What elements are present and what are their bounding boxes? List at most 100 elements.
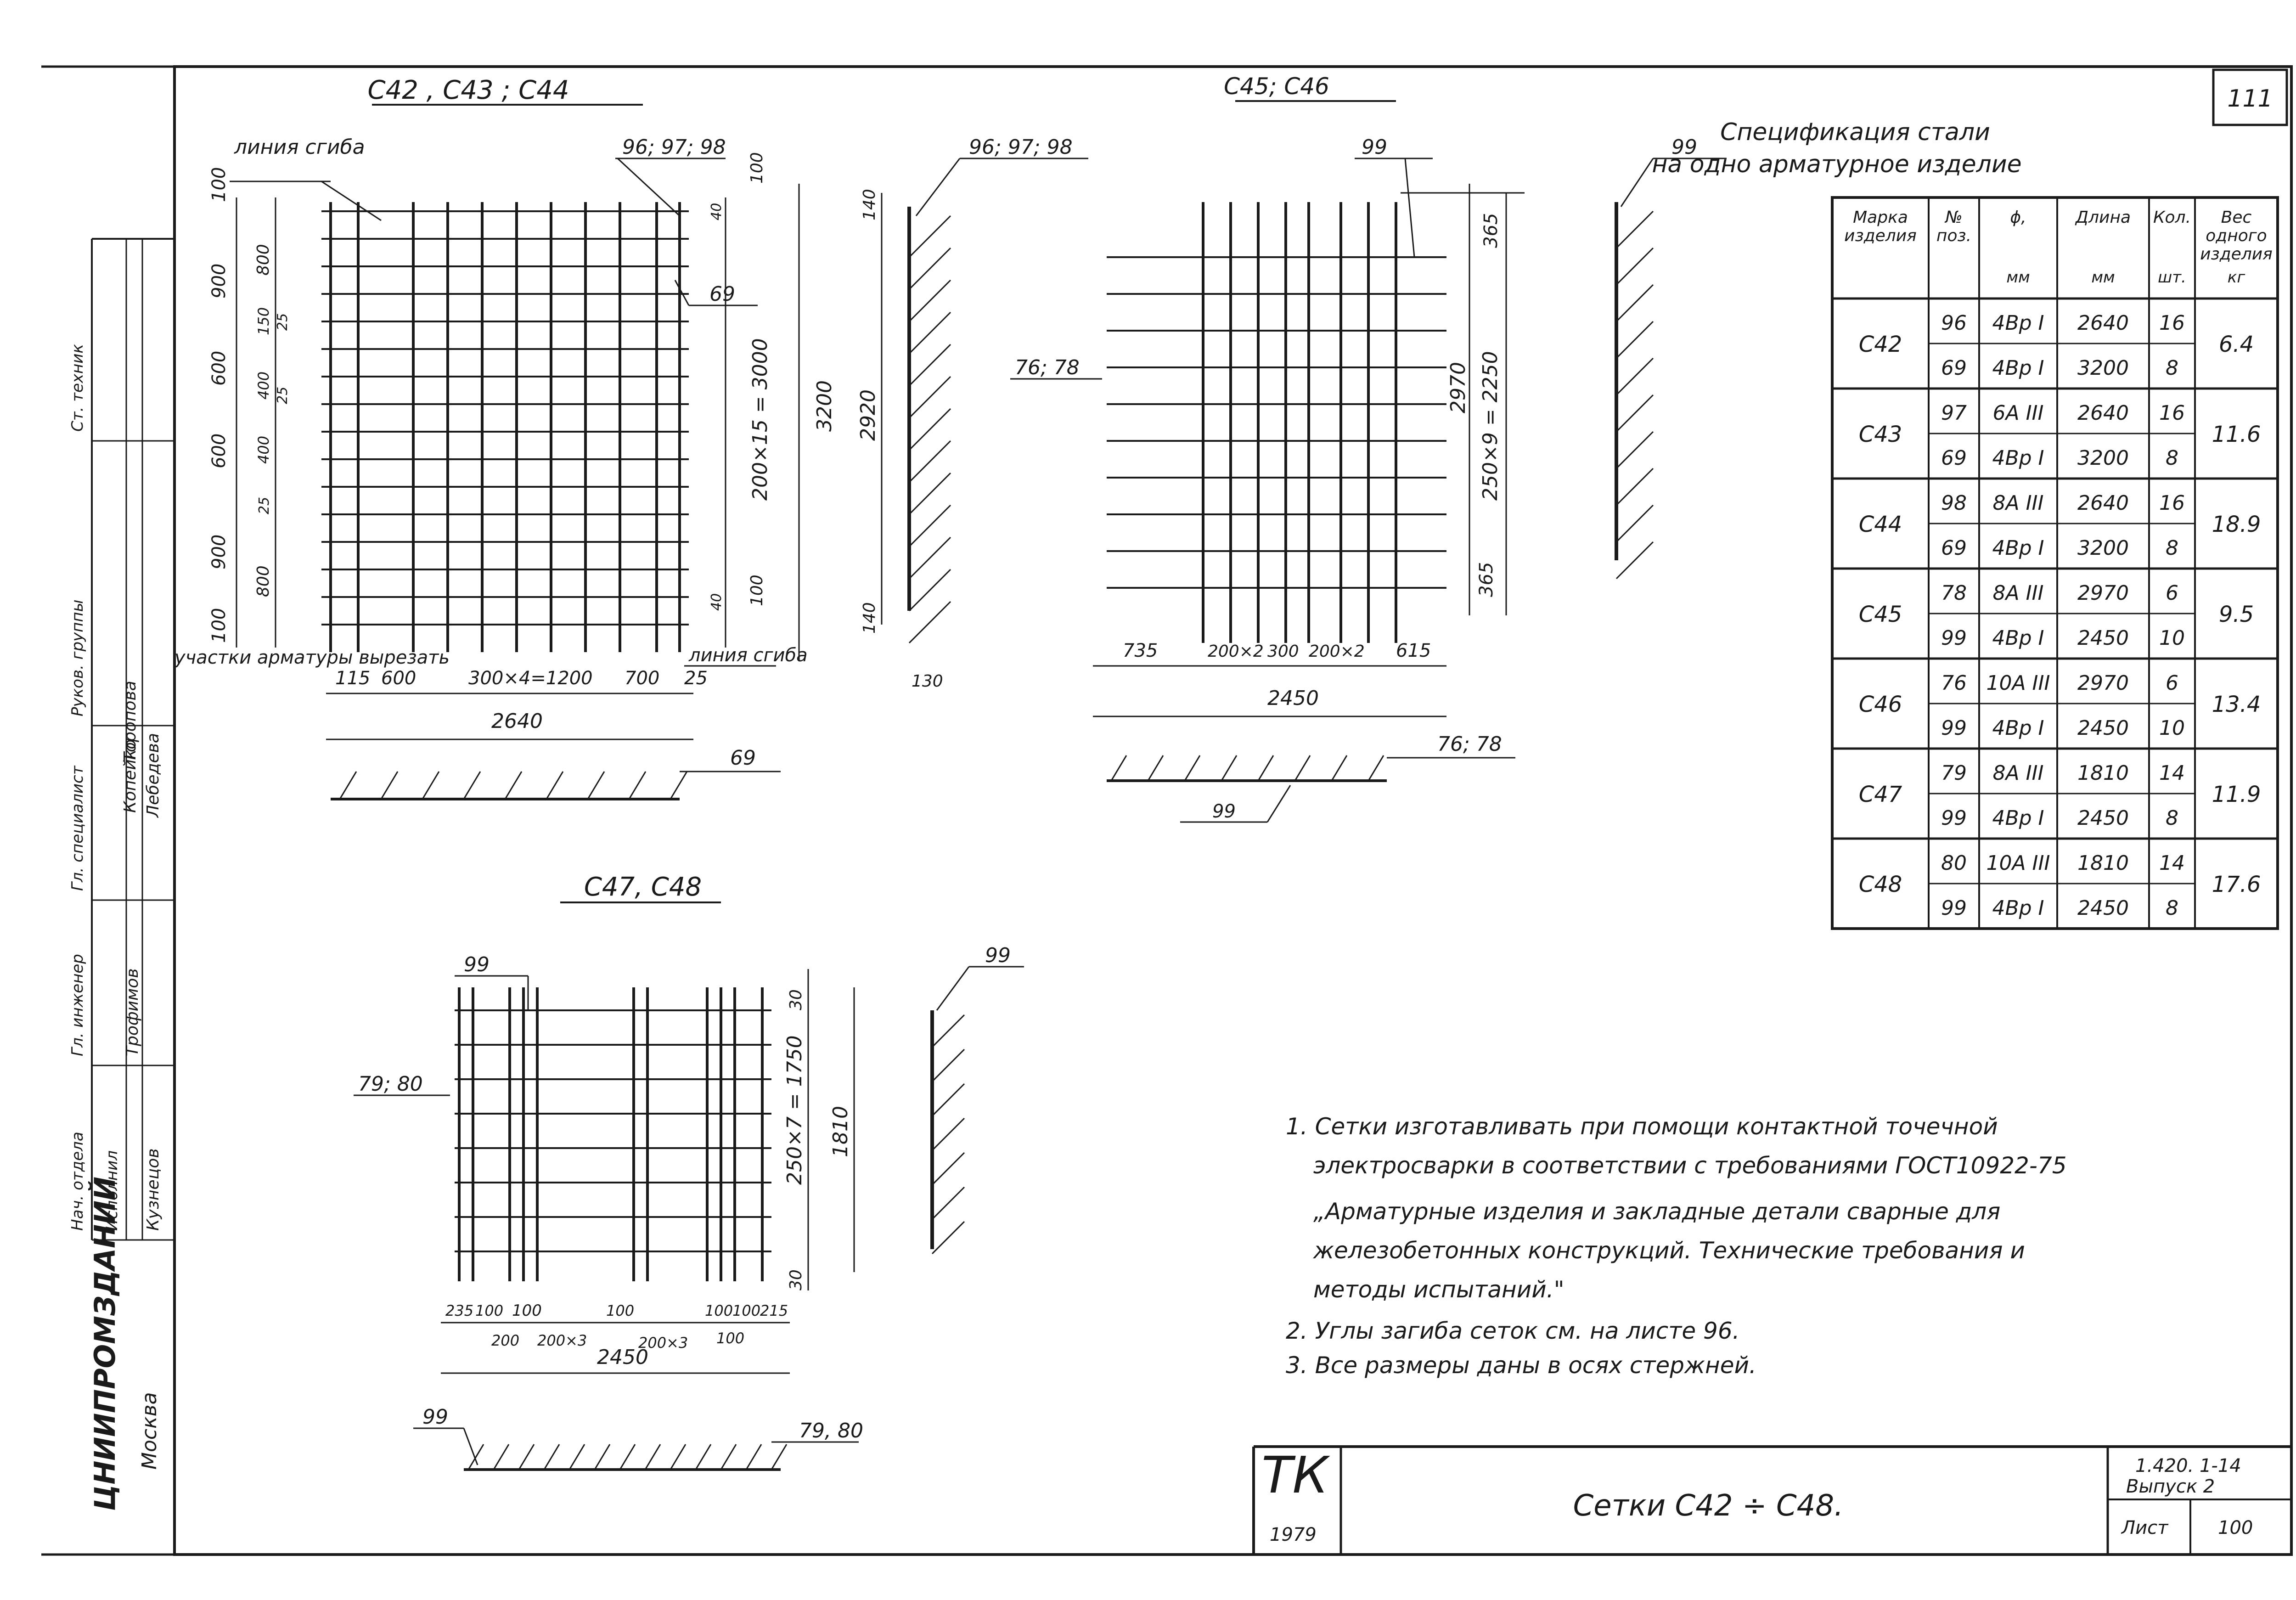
row-weight: 11.9 xyxy=(2212,782,2261,807)
note-line: 3. Все размеры даны в осях стержней. xyxy=(1286,1352,1756,1379)
strip-entry: Ст. техник xyxy=(68,344,87,432)
cell-value: 14 xyxy=(2159,761,2185,785)
section-hatch-line xyxy=(619,1444,636,1470)
title-block: ТК 1979 Сетки С42 ÷ С48. 1.420. 1-14 Вып… xyxy=(1252,1445,2291,1555)
cell-value: 8 xyxy=(2166,446,2178,470)
section-hatch-line xyxy=(745,1444,762,1470)
header-qty: Кол. xyxy=(2153,208,2191,227)
hatch-line xyxy=(908,536,951,580)
dim-bottom: 25 xyxy=(684,668,708,689)
dim-left-2: 25 xyxy=(256,497,272,514)
dim-left-2: 400 xyxy=(255,372,272,400)
section-hatch-line xyxy=(380,771,399,800)
cell-value: 1810 xyxy=(2077,761,2129,785)
cell-value: 10 xyxy=(2159,716,2185,740)
stamp-sheet-label: Лист xyxy=(2121,1517,2169,1538)
cell-value: 80 xyxy=(1941,851,1967,875)
section-hatch-line xyxy=(493,1444,510,1470)
hatch-line xyxy=(1615,210,1654,249)
dim-bottom: 300×4=1200 xyxy=(468,668,593,689)
cut-note: участки арматуры вырезать xyxy=(174,647,450,668)
dim-bottom: 600 xyxy=(381,668,416,689)
unit-label: мм xyxy=(2091,268,2115,287)
side-dim: 2920 xyxy=(856,389,880,441)
fold-line-label: линия сгиба xyxy=(234,135,365,159)
top-bar-label: 99 xyxy=(1362,135,1387,159)
row-mark: С42 xyxy=(1859,332,1902,357)
row-mark: С45 xyxy=(1859,602,1902,627)
hatch-line xyxy=(908,279,951,322)
dim-left-2: 400 xyxy=(255,436,272,464)
strip-name: Торопова xyxy=(121,681,140,762)
section-hatch-line xyxy=(720,1444,737,1470)
left-bar-label: 76; 78 xyxy=(1015,356,1080,379)
mesh-c45: С45; С46 99 76; 78 365 250×9 = 2250 365 … xyxy=(1010,73,1727,823)
section-hatch-line xyxy=(1294,755,1311,781)
cell-value: 69 xyxy=(1941,356,1967,380)
note-line: 2. Углы загиба сеток см. на листе 96. xyxy=(1286,1318,1740,1344)
dim-right-small: 100 xyxy=(748,152,766,184)
dim-left-2: 25 xyxy=(275,313,291,331)
cell-value: 2450 xyxy=(2077,626,2129,650)
mesh-c42: С42 , С43 ; С44 линия сгиба 96; 97; 98 6… xyxy=(174,75,1088,800)
section-hatch-line xyxy=(670,1444,687,1470)
header-pos: № xyxy=(1944,208,1962,227)
hatch-line xyxy=(908,247,951,290)
cell-value: 4Вр I xyxy=(1992,446,2044,470)
dim-right: 200×15 = 3000 xyxy=(748,338,772,501)
c47-left-bar: 79; 80 xyxy=(358,1072,423,1096)
long-bar-label: 96; 97; 98 xyxy=(622,135,726,159)
dim-left-2: 150 xyxy=(255,307,272,335)
side-bottom-dim: 130 xyxy=(912,672,943,691)
hatch-line xyxy=(908,601,951,644)
cell-value: 79 xyxy=(1941,761,1967,785)
cell-value: 1810 xyxy=(2077,851,2129,875)
page-number-box: 111 xyxy=(2212,68,2288,126)
cell-value: 99 xyxy=(1941,716,1967,740)
c47-height: 1810 xyxy=(829,1106,852,1157)
c47-dim-bottom: 100 xyxy=(475,1302,503,1319)
cell-value: 98 xyxy=(1941,491,1967,515)
spec-subtitle: на одно арматурное изделие xyxy=(1652,151,2021,178)
cell-value: 69 xyxy=(1941,536,1967,560)
cell-value: 99 xyxy=(1941,896,1967,920)
strip-name: Трофимов xyxy=(123,969,142,1056)
note-line: 1. Сетки изготавливать при помощи контак… xyxy=(1286,1113,1998,1140)
hatch-line xyxy=(931,1186,965,1220)
hatch-line xyxy=(908,569,951,612)
section-hatch-line xyxy=(546,771,564,800)
c47-dim-right: 250×7 = 1750 xyxy=(783,1035,806,1185)
row-weight: 13.4 xyxy=(2212,692,2261,717)
cell-value: 4Вр I xyxy=(1992,536,2044,560)
cell-value: 2450 xyxy=(2077,896,2129,920)
stamp-sheet-number: 100 xyxy=(2218,1517,2253,1538)
cell-value: 6 xyxy=(2166,671,2178,695)
hatch-line xyxy=(1615,394,1654,433)
cell-value: 8 xyxy=(2166,356,2178,380)
header-mark: изделия xyxy=(1844,226,1917,245)
cell-value: 3200 xyxy=(2077,536,2129,560)
hatch-line xyxy=(908,215,951,258)
section-hatch-line xyxy=(1184,755,1201,781)
header-mark: Марка xyxy=(1853,208,1908,227)
cell-value: 16 xyxy=(2159,491,2185,515)
cell-value: 16 xyxy=(2159,401,2185,425)
cell-value: 2450 xyxy=(2077,716,2129,740)
section-hatch-line xyxy=(1331,755,1348,781)
section-hatch-line xyxy=(771,1444,788,1470)
dim-left: 900 xyxy=(208,535,230,569)
section-hatch-line xyxy=(543,1444,560,1470)
strip-entry: Руков. группы xyxy=(68,600,87,717)
c45-total: 2450 xyxy=(1267,687,1319,710)
cell-value: 4Вр I xyxy=(1992,896,2044,920)
row-mark: С48 xyxy=(1859,872,1902,897)
sheet-title: Сетки С42 ÷ С48. xyxy=(1573,1489,1844,1523)
spec-table: Спецификация стали на одно арматурное из… xyxy=(1652,118,2279,930)
hatch-line xyxy=(1615,431,1654,469)
c45-height: 2970 xyxy=(1446,362,1470,413)
cell-value: 6А III xyxy=(1992,401,2043,425)
cell-value: 14 xyxy=(2159,851,2185,875)
cell-value: 2970 xyxy=(2077,581,2129,605)
city-name: Москва xyxy=(138,1392,161,1470)
